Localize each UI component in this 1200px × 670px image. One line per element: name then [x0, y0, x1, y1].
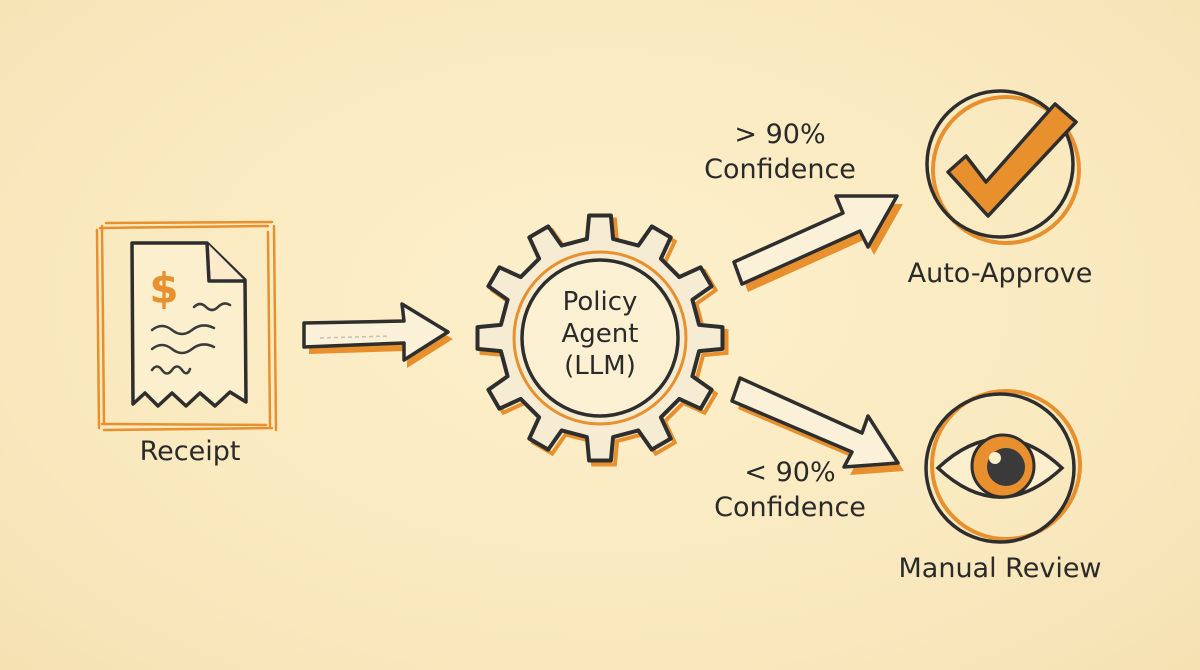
checkmark-icon: [946, 102, 1078, 218]
agent-label-line: Agent: [561, 319, 639, 349]
low-confidence-threshold: < 90%: [744, 457, 836, 488]
agent-label: Policy Agent (LLM): [530, 286, 670, 382]
gear-ring: [512, 250, 688, 426]
high-confidence-text: Confidence: [704, 154, 856, 185]
manual-review-label: Manual Review: [898, 553, 1102, 584]
agent-label-line: Policy: [562, 287, 638, 317]
arrow-agent-to-approve: [732, 194, 903, 292]
low-confidence-text: Confidence: [714, 492, 866, 523]
receipt-frame: [95, 220, 278, 432]
low-confidence-label: < 90% Confidence: [700, 455, 880, 525]
gear-icon: [475, 213, 729, 467]
agent-label-line: (LLM): [564, 351, 636, 381]
arrow-agent-to-review: [730, 376, 904, 475]
receipt-label: Receipt: [139, 436, 241, 467]
gear-hub: [520, 258, 680, 418]
receipt-icon: $: [130, 241, 248, 408]
auto-approve-label: Auto-Approve: [907, 258, 1093, 289]
dollar-sign-icon: $: [149, 264, 178, 313]
arrow-receipt-to-agent: [302, 302, 453, 368]
eye-icon: [935, 433, 1065, 499]
review-icon: [924, 389, 1082, 544]
high-confidence-threshold: > 90%: [734, 119, 826, 150]
approve-icon: [925, 89, 1081, 245]
high-confidence-label: > 90% Confidence: [690, 117, 870, 187]
